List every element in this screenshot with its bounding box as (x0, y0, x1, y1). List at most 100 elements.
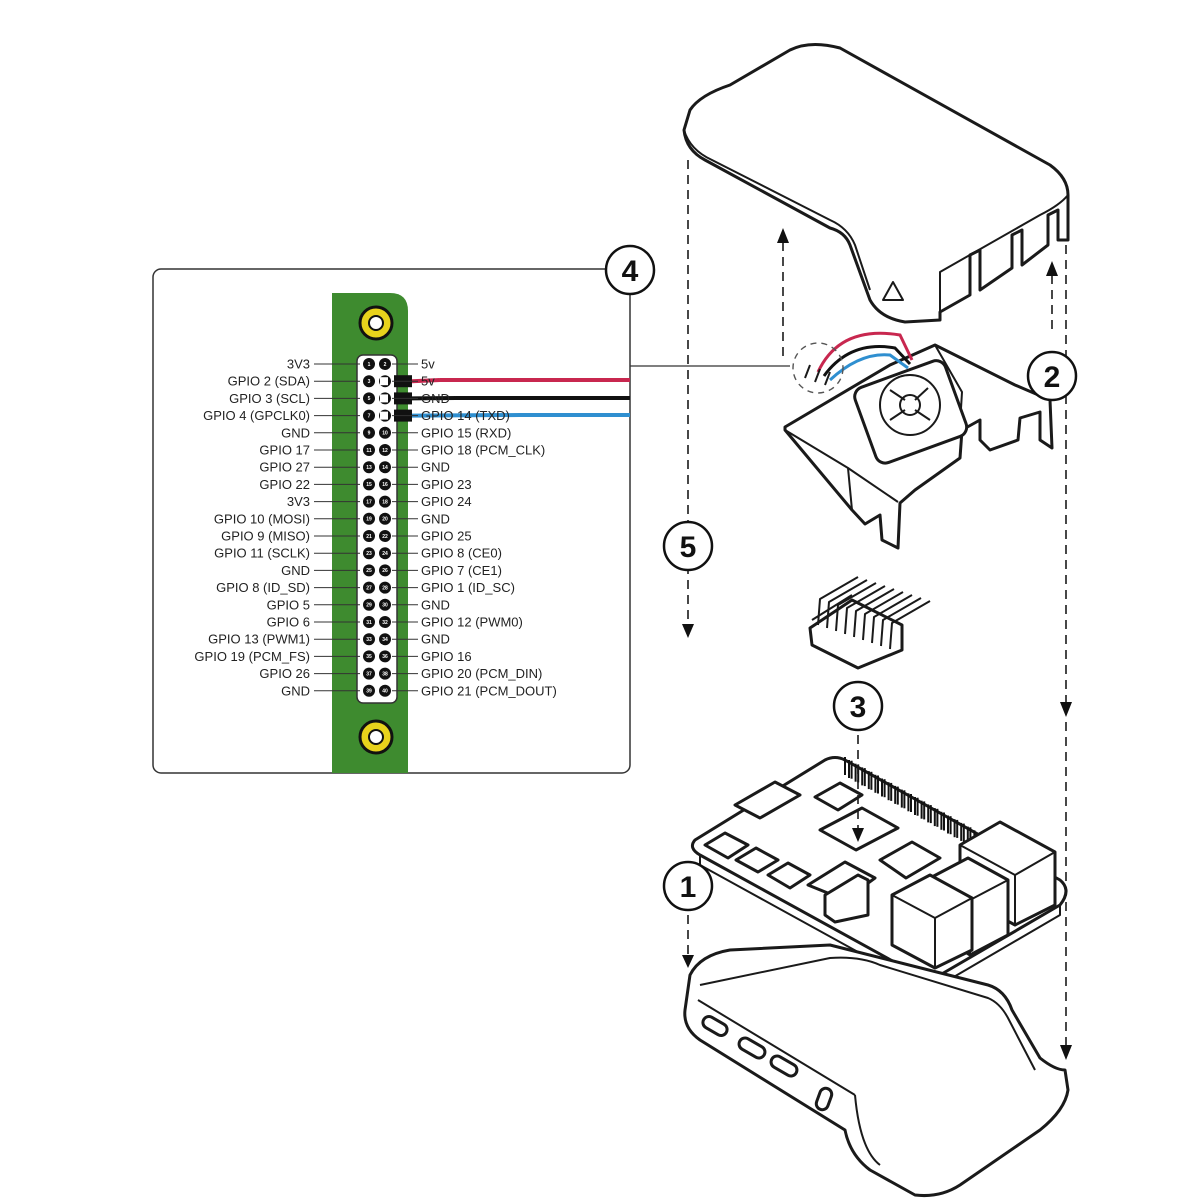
gpio-left-label: 3V3 (287, 357, 310, 372)
connector-highlight (792, 342, 844, 394)
gpio-right-label: GPIO 7 (CE1) (421, 563, 502, 578)
gpio-pin-number: 18 (382, 499, 388, 505)
gpio-left-label: GND (281, 683, 310, 698)
callout-number-2: 2 (1044, 361, 1061, 394)
gpio-right-label: GPIO 24 (421, 494, 472, 509)
gpio-pin-number: 14 (382, 465, 388, 471)
gpio-right-label: GND (421, 632, 450, 647)
gpio-pin-number: 15 (366, 482, 372, 488)
gpio-pin-number: 20 (382, 517, 388, 523)
gpio-pin-number: 34 (382, 637, 388, 643)
gpio-pin-number: 39 (366, 689, 372, 695)
gpio-pin-number: 13 (366, 465, 372, 471)
connector-pin-socket (380, 411, 388, 420)
gpio-pin-number: 9 (368, 431, 371, 437)
gpio-pin-number: 2 (384, 362, 387, 368)
gpio-left-label: GND (281, 425, 310, 440)
gpio-pin-16 (379, 478, 391, 491)
gpio-pin-20 (379, 512, 391, 525)
gpio-pin-7 (363, 409, 375, 422)
gpio-pin-number: 12 (382, 448, 388, 454)
callout-circle-1 (662, 860, 714, 912)
callout-circle-4 (604, 244, 656, 296)
gpio-pin-29 (363, 598, 375, 611)
gpio-left-label: GPIO 8 (ID_SD) (216, 580, 310, 595)
case-top-lid (682, 43, 1070, 324)
gpio-pin-number: 23 (366, 551, 372, 557)
connector-pin-socket (380, 394, 388, 403)
gpio-pin-33 (363, 633, 375, 646)
gpio-pin-38 (379, 667, 391, 680)
gpio-pin-22 (379, 530, 391, 542)
gpio-right-label: GND (421, 511, 450, 526)
gpio-pin-number: 30 (382, 603, 388, 609)
gpio-pin-number: 32 (382, 620, 388, 626)
gpio-pin-number: 1 (368, 362, 371, 368)
gpio-left-label: GPIO 19 (PCM_FS) (194, 649, 310, 664)
connector-pin-socket (380, 377, 388, 386)
gpio-pin-30 (379, 598, 391, 611)
gpio-left-label: 3V3 (287, 494, 310, 509)
gpio-pin-36 (379, 650, 391, 663)
gpio-pin-number: 26 (382, 568, 388, 574)
gpio-pin-5 (363, 392, 375, 405)
gpio-pin-26 (379, 564, 391, 577)
gpio-right-label: GPIO 20 (PCM_DIN) (421, 666, 542, 681)
fan-wire-blue (828, 353, 909, 382)
gpio-pin-2 (379, 358, 391, 370)
gpio-pin-32 (379, 616, 391, 628)
gpio-pin-23 (363, 547, 375, 560)
gpio-pin-number: 17 (366, 499, 372, 505)
callout-number-4: 4 (622, 255, 639, 288)
gpio-pin-27 (363, 581, 375, 594)
gpio-pin-3 (363, 375, 375, 388)
callout-circle-3 (832, 680, 884, 732)
gpio-right-label: GND (421, 460, 450, 475)
gpio-left-label: GND (281, 563, 310, 578)
gpio-left-label: GPIO 17 (259, 443, 310, 458)
gpio-pin-number: 24 (382, 551, 388, 557)
gpio-right-label: 5v (421, 357, 435, 372)
gpio-pin-21 (363, 530, 375, 542)
gpio-pin-number: 31 (366, 620, 372, 626)
callout-number-5: 5 (680, 531, 697, 564)
gpio-pin-31 (363, 616, 375, 628)
gpio-left-label: GPIO 27 (259, 460, 310, 475)
gpio-pin-40 (379, 684, 391, 697)
fan-wire-black (822, 345, 912, 377)
gpio-left-label: GPIO 26 (259, 666, 310, 681)
gpio-header (356, 354, 398, 704)
gpio-pin-25 (363, 564, 375, 577)
gpio-pin-number: 37 (366, 671, 372, 677)
gpio-left-label: GPIO 4 (GPCLK0) (203, 408, 310, 423)
gpio-pin-37 (363, 667, 375, 680)
gpio-pin-19 (363, 512, 375, 525)
gpio-pin-9 (363, 426, 375, 439)
gpio-pin-10 (379, 426, 391, 439)
gpio-pin-18 (379, 495, 391, 508)
gpio-pin-number: 3 (368, 379, 371, 385)
callout-circle-5 (662, 520, 714, 572)
gpio-left-label: GPIO 9 (MISO) (221, 529, 310, 544)
gpio-pin-number: 22 (382, 534, 388, 540)
gpio-right-label: GPIO 21 (PCM_DOUT) (421, 683, 557, 698)
gpio-right-label: GPIO 12 (PWM0) (421, 615, 523, 630)
gpio-pin-number: 16 (382, 482, 388, 488)
gpio-pin-number: 7 (368, 413, 371, 419)
gpio-pin-number: 29 (366, 603, 372, 609)
gpio-pinout-panel: 1234567891011121314151617181920212223242… (152, 268, 790, 774)
mounting-hole-top-inner (368, 315, 384, 331)
mounting-hole-bottom-inner (368, 729, 384, 745)
gpio-pin-number: 38 (382, 671, 388, 677)
gpio-pin-1 (363, 358, 375, 370)
gpio-pin-number: 35 (366, 654, 372, 660)
gpio-pin-11 (363, 444, 375, 456)
assembly-arrows (682, 160, 1072, 1060)
callout-number-3: 3 (850, 691, 867, 724)
gpio-pin-number: 28 (382, 585, 388, 591)
gpio-left-label: GPIO 3 (SCL) (229, 391, 310, 406)
gpio-left-label: GPIO 5 (267, 597, 310, 612)
